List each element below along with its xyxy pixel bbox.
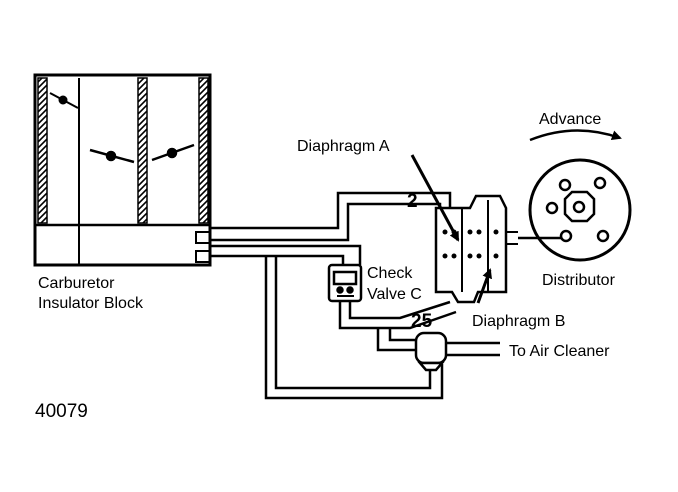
diaphragm-a-label: Diaphragm A xyxy=(297,138,390,155)
diaphragm-a-leader xyxy=(410,154,460,242)
carburetor-label-line1: Carburetor xyxy=(38,275,115,292)
center-wall xyxy=(137,77,148,224)
port-fitting-lower xyxy=(195,250,211,263)
throttle-plate-left xyxy=(49,92,79,109)
port-2-label: 2 xyxy=(407,191,418,212)
port-fitting-upper xyxy=(195,231,211,244)
hose-port-2 xyxy=(210,191,452,230)
block-outline xyxy=(33,73,212,267)
figure-number: 40079 xyxy=(35,401,88,422)
hose-port-25 xyxy=(338,300,457,330)
distributor-label: Distributor xyxy=(542,272,616,289)
hose-outer-loop xyxy=(264,256,444,400)
air-cleaner-tee xyxy=(414,331,448,372)
advance-label: Advance xyxy=(539,111,601,128)
throttle-plate-right xyxy=(151,143,195,162)
check-valve-label-line1: Check xyxy=(367,265,413,282)
hose-check-valve xyxy=(210,244,362,265)
left-wall xyxy=(37,77,48,224)
check-valve-label-line2: Valve C xyxy=(367,286,422,303)
right-wall xyxy=(198,77,209,224)
distributor xyxy=(528,158,632,262)
port-25-label: 25 xyxy=(411,311,433,332)
vacuum-hoses xyxy=(210,191,500,400)
carburetor-insulator-block xyxy=(33,73,212,267)
advance-arrow xyxy=(529,129,622,142)
diaphragm-b-leader xyxy=(476,268,492,304)
diaphragm-b-label: Diaphragm B xyxy=(472,313,565,330)
air-cleaner-label: To Air Cleaner xyxy=(509,343,610,360)
throttle-plate-center xyxy=(89,148,135,164)
check-valve-c xyxy=(327,263,363,303)
carburetor-label-line2: Insulator Block xyxy=(38,295,144,312)
